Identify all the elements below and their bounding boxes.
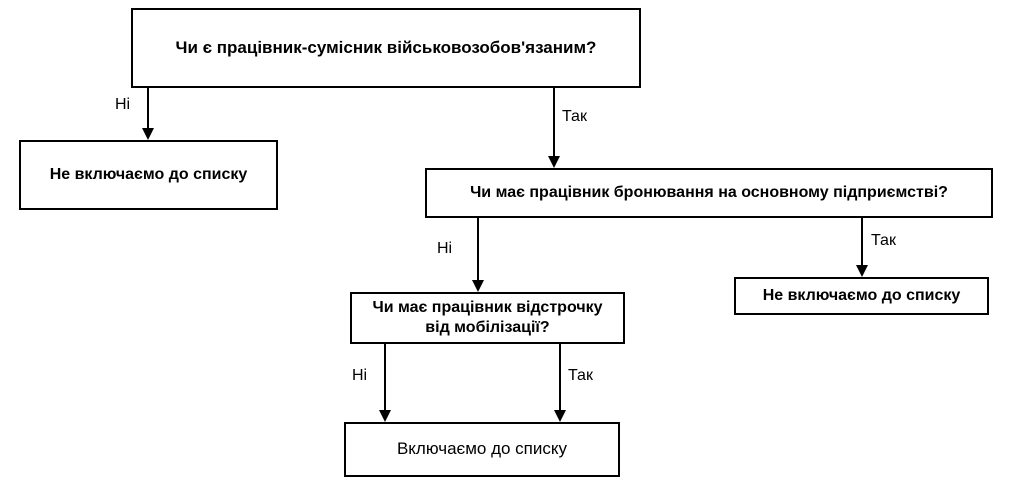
decision-box-has-deferment-label: Чи має працівник відстрочку від мобіліза… [372, 299, 603, 336]
edge-label-q3-yes: Так [568, 367, 593, 384]
decision-box-has-deferment[interactable]: Чи має працівник відстрочку від мобіліза… [350, 292, 625, 344]
outcome-box-not-included-right[interactable]: Не включаємо до списку [734, 277, 989, 315]
outcome-box-not-included-left-label: Не включаємо до списку [49, 166, 248, 184]
edge-label-q3-no: Ні [352, 367, 368, 384]
decision-box-has-reservation-label: Чи має працівник бронювання на основному… [470, 184, 948, 202]
arrowhead-q2-no [472, 280, 484, 292]
arrowhead-q3-yes [554, 410, 566, 422]
arrowhead-q1-yes [548, 156, 560, 168]
arrowhead-q2-yes [856, 265, 868, 277]
arrowhead-q1-no [142, 128, 154, 140]
outcome-box-not-included-right-label: Не включаємо до списку [762, 287, 961, 305]
edge-label-q2-yes: Так [871, 232, 896, 249]
decision-box-liable-for-military-service[interactable]: Чи є працівник-сумісник військовозобов'я… [131, 8, 641, 88]
edge-label-q1-no: Ні [115, 96, 131, 113]
edge-label-q1-yes: Так [562, 108, 587, 125]
decision-box-has-reservation[interactable]: Чи має працівник бронювання на основному… [425, 168, 993, 218]
edge-label-q2-no: Ні [437, 240, 453, 257]
arrowhead-q3-no [379, 410, 391, 422]
outcome-box-included-label: Включаємо до списку [396, 439, 568, 459]
decision-box-liable-for-military-service-label: Чи є працівник-сумісник військовозобов'я… [175, 37, 597, 57]
outcome-box-not-included-left[interactable]: Не включаємо до списку [19, 140, 278, 210]
outcome-box-included[interactable]: Включаємо до списку [344, 422, 620, 477]
